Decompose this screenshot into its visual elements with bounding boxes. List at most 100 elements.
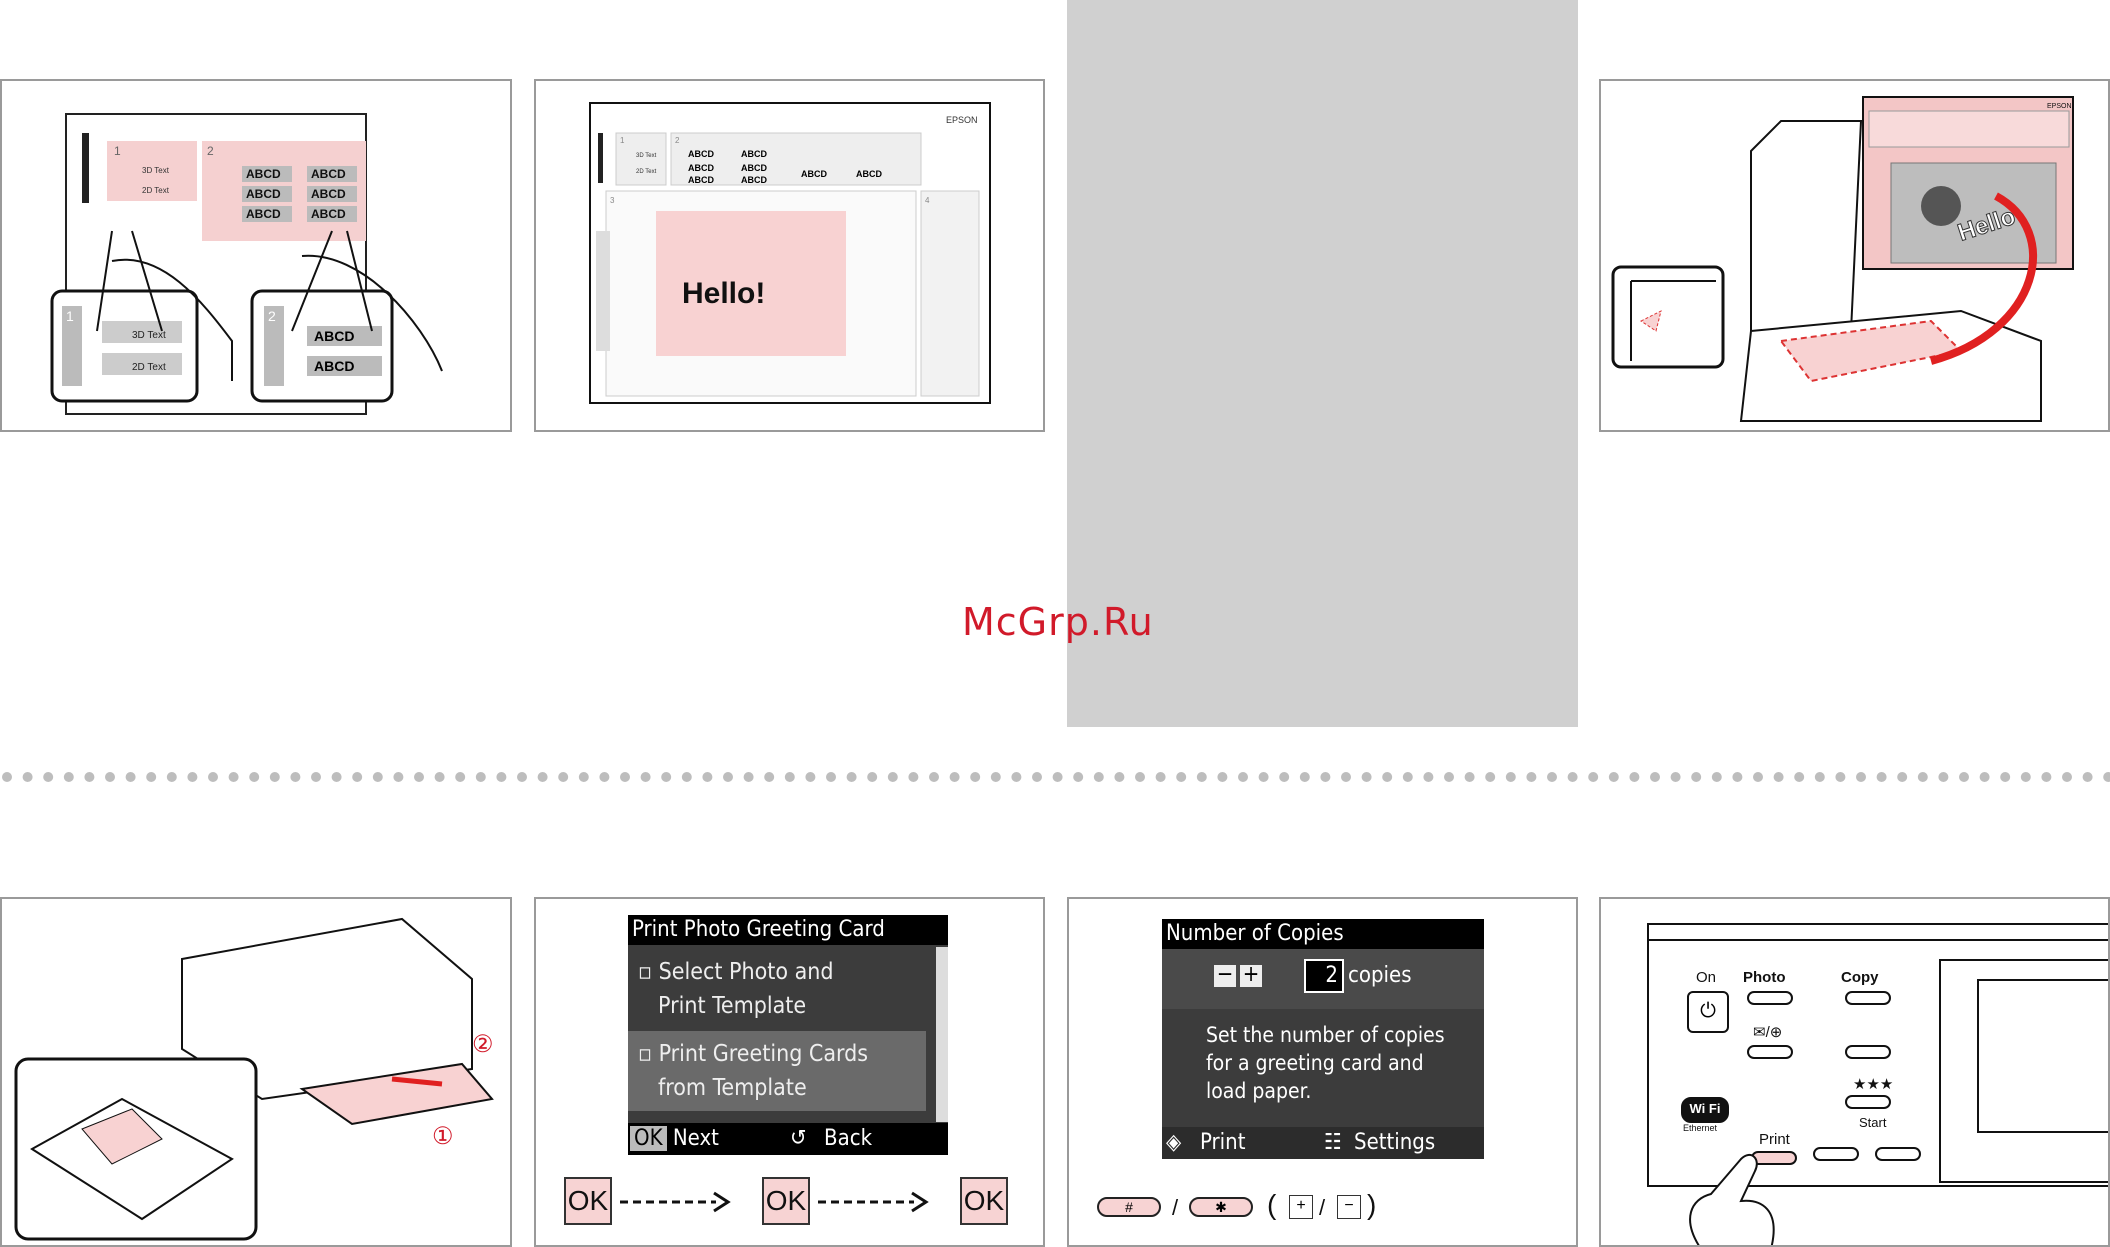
svg-text:1: 1 xyxy=(620,136,625,145)
panel-lcd-copies: Number of Copies − + 2 copies Set the nu… xyxy=(1067,897,1578,1247)
divider-dot xyxy=(1876,772,1887,782)
divider-dot xyxy=(290,772,301,782)
scanner-illustration: EPSON Hello xyxy=(1611,96,2074,422)
copy-button[interactable] xyxy=(1845,991,1891,1005)
divider-dot xyxy=(681,772,692,782)
svg-text:ABCD: ABCD xyxy=(856,169,882,179)
divider-dot xyxy=(599,772,610,782)
panel-scan-template: EPSON Hello xyxy=(1599,79,2110,432)
divider-dot xyxy=(661,772,672,782)
divider-dot xyxy=(1279,772,1290,782)
settings-label: Settings xyxy=(1354,1130,1436,1155)
divider-dot xyxy=(1691,772,1702,782)
divider-dot xyxy=(1464,772,1475,782)
ok-button-3[interactable]: OK xyxy=(960,1177,1008,1225)
divider-dot xyxy=(1382,772,1393,782)
divider-dot xyxy=(846,772,857,782)
divider-dot xyxy=(496,772,507,782)
photo-label: Photo xyxy=(1743,969,1786,986)
divider-dot xyxy=(269,772,280,782)
svg-text:ABCD: ABCD xyxy=(246,187,281,201)
hash-key-button[interactable]: # xyxy=(1097,1197,1161,1217)
printer-tray-illustration: ② ① xyxy=(14,917,494,1241)
svg-text:2: 2 xyxy=(268,308,276,324)
svg-text:ABCD: ABCD xyxy=(311,167,346,181)
divider-dot xyxy=(1959,772,1969,782)
svg-text:2: 2 xyxy=(207,144,214,158)
svg-text:①: ① xyxy=(432,1123,454,1150)
divider-dot xyxy=(1299,772,1310,782)
divider-dot xyxy=(970,772,981,782)
svg-text:2D Text: 2D Text xyxy=(636,169,657,175)
divider-dot xyxy=(1444,772,1454,782)
divider-dot xyxy=(125,772,136,782)
printer-body xyxy=(181,917,473,1101)
divider-dot xyxy=(1485,772,1496,782)
minus-icon[interactable]: − xyxy=(1214,964,1236,987)
divider-dot xyxy=(1052,772,1063,782)
scanner-lid xyxy=(1750,120,1863,363)
blank-gray-panel xyxy=(1067,0,1578,727)
copies-unit: copies xyxy=(1348,963,1412,988)
divider-dot xyxy=(22,772,33,782)
output-tray xyxy=(299,1062,494,1126)
minus-key-button[interactable]: − xyxy=(1337,1195,1361,1219)
copies-count[interactable]: 2 xyxy=(1304,959,1344,993)
divider-dot xyxy=(43,772,54,782)
divider-dot xyxy=(2082,772,2093,782)
ok-button-1[interactable]: OK xyxy=(564,1177,612,1225)
divider-dot xyxy=(867,772,878,782)
divider-dot xyxy=(1341,772,1351,782)
divider-dot xyxy=(558,772,569,782)
svg-text:2D Text: 2D Text xyxy=(132,362,166,373)
svg-text:ABCD: ABCD xyxy=(314,358,354,374)
svg-text:EPSON: EPSON xyxy=(946,115,978,125)
divider-dot xyxy=(1711,772,1722,782)
menu-item-select-photo[interactable]: ▫ Select Photo and Print Template xyxy=(638,959,834,1019)
arrow-icon xyxy=(391,1076,443,1087)
divider-dot xyxy=(1155,772,1166,782)
lcd-screen: Number of Copies − + 2 copies Set the nu… xyxy=(1162,919,1484,1159)
divider-dot xyxy=(1258,772,1269,782)
divider-dot xyxy=(620,772,630,782)
svg-text:ABCD: ABCD xyxy=(801,169,827,179)
svg-text:ABCD: ABCD xyxy=(688,149,714,159)
divider-dot xyxy=(1917,772,1928,782)
divider-dot xyxy=(1505,772,1516,782)
fax-button[interactable] xyxy=(1845,1045,1891,1059)
divider-dot xyxy=(146,772,157,782)
divider-dot xyxy=(2000,772,2011,782)
divider-dot xyxy=(702,772,713,782)
quality-button[interactable] xyxy=(1845,1095,1891,1109)
divider-dot xyxy=(1217,772,1228,782)
ok-button-2[interactable]: OK xyxy=(762,1177,810,1225)
divider-dot xyxy=(228,772,239,782)
arrow-icon xyxy=(620,1191,731,1213)
divider-dot xyxy=(105,772,115,782)
plus-icon[interactable]: + xyxy=(1240,964,1262,987)
start-color-button[interactable] xyxy=(1875,1147,1921,1161)
menu-item-print-greeting-cards[interactable]: ▫ Print Greeting Cards from Template xyxy=(628,1031,926,1111)
lcd-scrollbar[interactable] xyxy=(936,947,948,1122)
lcd-footer: OK Next ↺ Back xyxy=(628,1123,948,1155)
svg-text:ABCD: ABCD xyxy=(246,207,281,221)
svg-text:2D Text: 2D Text xyxy=(142,186,170,195)
divider-dot xyxy=(166,772,177,782)
panel-lcd-menu: Print Photo Greeting Card ▫ Select Photo… xyxy=(534,897,1045,1247)
divider-dot xyxy=(2041,772,2052,782)
divider-dot xyxy=(249,772,260,782)
divider-dot xyxy=(2,772,12,782)
photo-button[interactable] xyxy=(1747,991,1793,1005)
svg-text:ABCD: ABCD xyxy=(741,175,767,185)
divider-dot xyxy=(805,772,816,782)
star-key-button[interactable]: ✱ xyxy=(1189,1197,1253,1217)
power-button[interactable]: ⏻ xyxy=(1687,991,1729,1033)
plus-key-button[interactable]: + xyxy=(1289,1195,1313,1219)
start-bw-button[interactable] xyxy=(1813,1147,1859,1161)
divider-dot xyxy=(723,772,733,782)
mail-zoom-button[interactable] xyxy=(1747,1045,1793,1059)
divider-dot xyxy=(311,772,321,782)
divider-dot xyxy=(640,772,651,782)
divider-dot xyxy=(1650,772,1660,782)
